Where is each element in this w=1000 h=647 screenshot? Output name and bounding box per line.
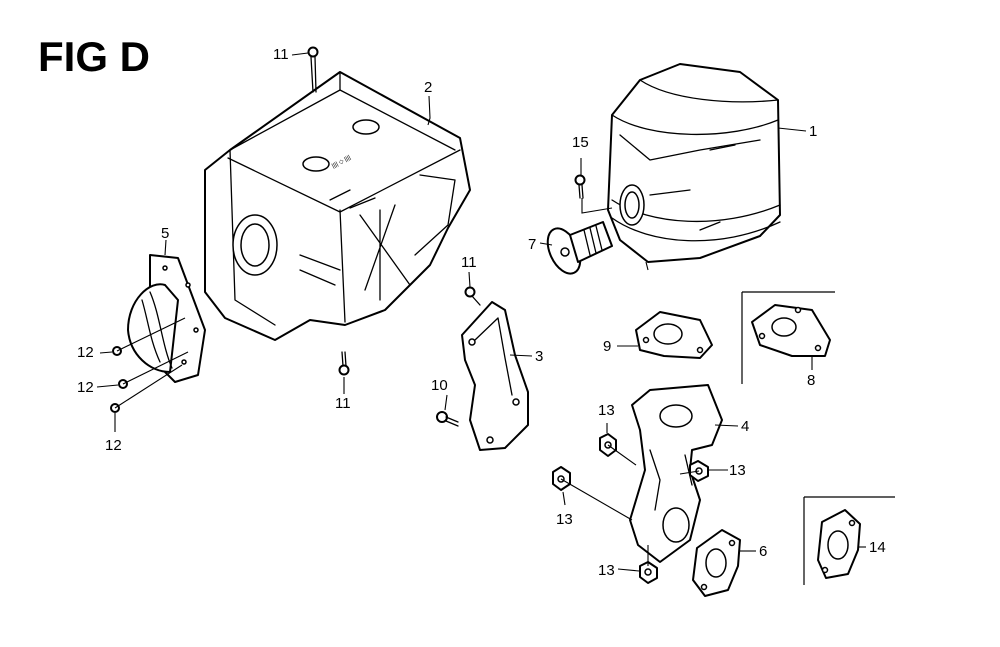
callout-part-11-mid: 11	[461, 254, 477, 271]
callout-part-9: 9	[603, 338, 612, 355]
bracket	[461, 301, 529, 451]
callout-part-11-top: 11	[273, 46, 289, 63]
bolt-10	[436, 411, 459, 427]
muffler-cover	[127, 254, 206, 383]
exhaust-pipe	[546, 221, 613, 275]
callout-part-13-d: 13	[598, 562, 615, 579]
callout-part-5: 5	[161, 225, 170, 242]
callout-part-13-c: 13	[556, 511, 573, 528]
callout-part-7: 7	[528, 236, 537, 253]
callout-part-8: 8	[807, 372, 816, 389]
bolt-11-top	[307, 46, 319, 93]
callout-part-13-a: 13	[598, 402, 615, 419]
gasket-8	[741, 291, 835, 384]
callout-part-11-bottom: 11	[335, 395, 351, 412]
callout-part-3: 3	[535, 348, 544, 365]
nut-13-c	[552, 466, 571, 491]
callout-part-15: 15	[572, 134, 589, 151]
gasket-14	[803, 496, 895, 585]
callout-part-2: 2	[424, 79, 433, 96]
callout-part-4: 4	[741, 418, 750, 435]
exhaust-manifold	[629, 384, 723, 563]
figure-title: FIG D	[38, 33, 150, 80]
bolt-11-mid	[464, 286, 481, 306]
callout-part-10: 10	[431, 377, 448, 394]
bolt-11-bottom	[338, 351, 350, 376]
gasket-6	[692, 529, 741, 597]
muffler	[607, 63, 781, 263]
gasket-9	[635, 311, 713, 359]
callout-part-12-c: 12	[105, 437, 122, 454]
callout-part-12-a: 12	[77, 344, 94, 361]
leader-lines	[96, 52, 866, 572]
callout-part-12-b: 12	[77, 379, 94, 396]
bolt-15	[574, 174, 586, 199]
muffler-protector: |||| ◇ ||||	[204, 71, 471, 341]
callout-part-6: 6	[759, 543, 768, 560]
callout-part-14: 14	[869, 539, 886, 556]
callout-part-1: 1	[809, 123, 818, 140]
callout-part-13-b: 13	[729, 462, 746, 479]
